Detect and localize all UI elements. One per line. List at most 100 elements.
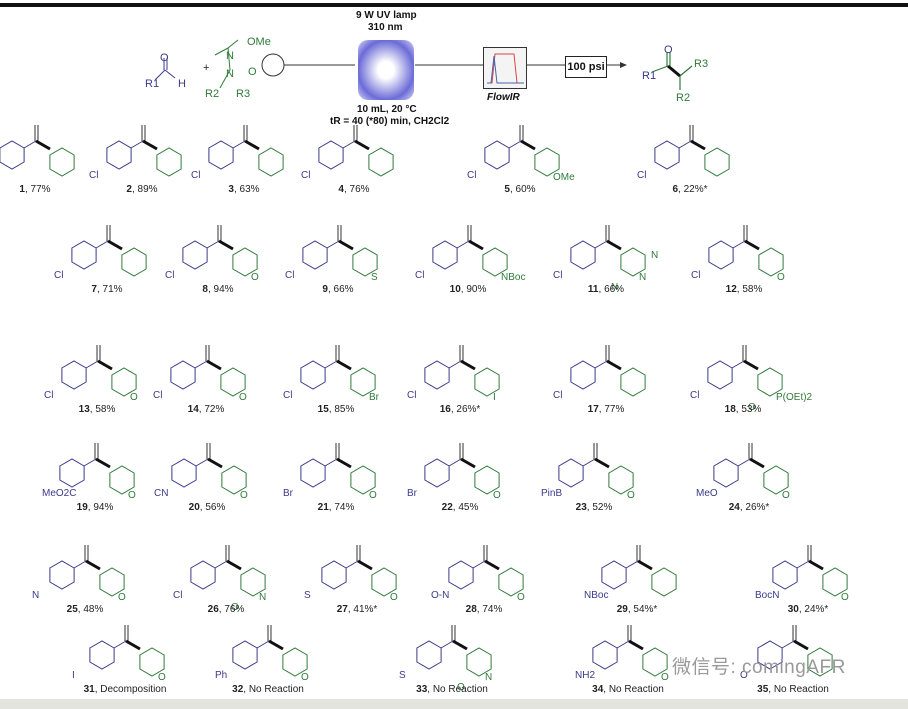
- alpha-bond: [142, 139, 158, 151]
- aryl-ring: [707, 360, 733, 390]
- compound-yield: 94%: [93, 502, 114, 513]
- compound-label: 24, 26%*: [728, 502, 770, 513]
- substituent-label: N: [32, 590, 40, 601]
- compound-yield: No Reaction: [432, 684, 488, 695]
- structure-drawing: [302, 225, 378, 277]
- aryl-carbonyl-bond: [625, 560, 639, 569]
- alkyl-ring: [368, 147, 394, 177]
- substituent-label: N: [485, 672, 493, 683]
- substituent-label: OMe: [553, 172, 575, 183]
- aryl-ring: [300, 458, 326, 488]
- alpha-bond: [206, 359, 222, 371]
- alpha-bond: [207, 457, 223, 469]
- structure-drawing: [592, 625, 668, 677]
- alpha-bond: [793, 639, 809, 651]
- aryl-carbonyl-bond: [130, 140, 144, 149]
- compound-number: 27: [336, 604, 348, 615]
- alkyl-ring: [232, 247, 258, 277]
- compound-yield: 22%*: [683, 184, 708, 195]
- aldehyde-o: O: [160, 52, 169, 64]
- aryl-ring: [416, 640, 442, 670]
- compound-label: 14, 72%: [187, 404, 225, 415]
- structure-drawing: [432, 225, 508, 277]
- aryl-ring: [424, 360, 450, 390]
- alkyl-ring: [352, 247, 378, 277]
- compound-2: Cl: [87, 110, 217, 205]
- alkyl-ring: [620, 367, 646, 397]
- substituent-label: O: [301, 672, 309, 683]
- compound-number: 21: [317, 502, 329, 513]
- bottom-bar: [0, 699, 908, 709]
- oxadiazoline-ome: OMe: [247, 36, 271, 48]
- aryl-ring: [570, 360, 596, 390]
- structure-drawing: [713, 443, 789, 495]
- aryl-carbonyl-bond: [73, 560, 87, 569]
- alkyl-ring: [474, 367, 500, 397]
- compound-yield: 45%: [458, 502, 479, 513]
- aryl-carbonyl-bond: [23, 140, 37, 149]
- compound-label: 18, 53%: [724, 404, 762, 415]
- compound-yield: 90%: [466, 284, 487, 295]
- alkyl-ring: [651, 567, 677, 597]
- compound-number: 2: [126, 184, 132, 195]
- compound-label: 34, No Reaction: [592, 684, 664, 695]
- product-o: O: [664, 44, 673, 56]
- substituent-label: O: [841, 592, 849, 603]
- compound-3: Cl: [189, 110, 319, 205]
- flowir-label: FlowIR: [487, 92, 520, 103]
- substituent-label: O: [251, 272, 259, 283]
- alpha-bond: [85, 559, 101, 571]
- substituent-label: CN: [154, 488, 169, 499]
- aryl-carbonyl-bond: [324, 458, 338, 467]
- compound-label: 26, 76%: [207, 604, 245, 615]
- alkyl-ring: [474, 465, 500, 495]
- compound-yield: 77%: [604, 404, 625, 415]
- compound-label: 27, 41%*: [336, 604, 378, 615]
- substituent-label: O: [748, 402, 756, 413]
- compound-label: 5, 60%: [504, 184, 536, 195]
- compound-number: 19: [76, 502, 88, 513]
- structure-drawing: [707, 345, 783, 397]
- alkyl-ring: [534, 147, 560, 177]
- aryl-ring: [170, 360, 196, 390]
- substituent-label: O-N: [431, 590, 450, 601]
- compound-yield: 72%: [204, 404, 225, 415]
- alpha-bond: [594, 457, 610, 469]
- alkyl-ring: [111, 367, 137, 397]
- aryl-carbonyl-bond: [342, 140, 356, 149]
- compound-label: 23, 52%: [575, 502, 613, 513]
- substituent-label: NBoc: [501, 272, 526, 283]
- substituent-label: PinB: [541, 488, 563, 499]
- structure-drawing: [71, 225, 147, 277]
- substituent-label: O: [128, 490, 136, 501]
- substituent-label: Cl: [301, 170, 311, 181]
- compound-label: 33, No Reaction: [416, 684, 488, 695]
- alkyl-ring: [704, 147, 730, 177]
- compound-yield: 58%: [95, 404, 116, 415]
- alpha-bond: [125, 639, 141, 651]
- uv-lamp-coil: [358, 40, 414, 100]
- aryl-carbonyl-bond: [678, 140, 692, 149]
- substituent-label: Ph: [215, 670, 228, 681]
- plus-sign: +: [203, 62, 210, 74]
- substituent-label: O: [493, 490, 501, 501]
- compound-label: 21, 74%: [317, 502, 355, 513]
- alpha-bond: [35, 139, 51, 151]
- compound-label: 13, 58%: [78, 404, 116, 415]
- compound-label: 29, 54%*: [616, 604, 658, 615]
- structure-drawing: [708, 225, 784, 277]
- substituent-label: O: [782, 490, 790, 501]
- substituent-label: MeO2C: [42, 488, 77, 499]
- compound-29: NBoc: [582, 530, 712, 625]
- alpha-bond: [336, 457, 352, 469]
- compound-yield: 63%: [239, 184, 260, 195]
- compound-4: Cl: [299, 110, 429, 205]
- aryl-ring: [318, 140, 344, 170]
- compound-label: 15, 85%: [317, 404, 355, 415]
- alpha-bond: [468, 239, 484, 251]
- alpha-bond: [268, 639, 284, 651]
- alkyl-ring: [620, 247, 646, 277]
